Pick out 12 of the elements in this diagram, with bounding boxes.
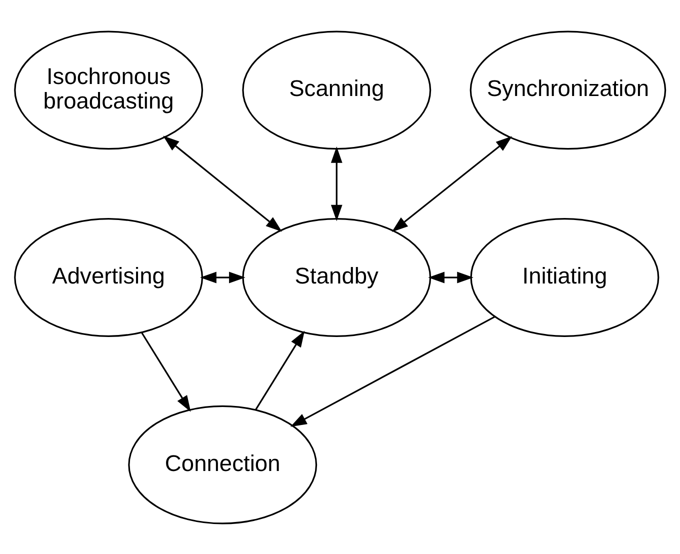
node-ellipse: Initiating — [470, 218, 660, 336]
arrow — [255, 330, 305, 410]
arrow — [200, 271, 246, 283]
node-ellipse: Scanning — [242, 30, 432, 150]
arrow — [163, 135, 282, 232]
arrow — [392, 136, 512, 232]
arrow — [428, 271, 474, 283]
node-ellipse: Connection — [128, 404, 318, 524]
arrow — [290, 316, 496, 426]
arrow — [330, 146, 342, 221]
node-ellipse: Advertising — [14, 218, 204, 336]
arrow — [141, 332, 191, 412]
